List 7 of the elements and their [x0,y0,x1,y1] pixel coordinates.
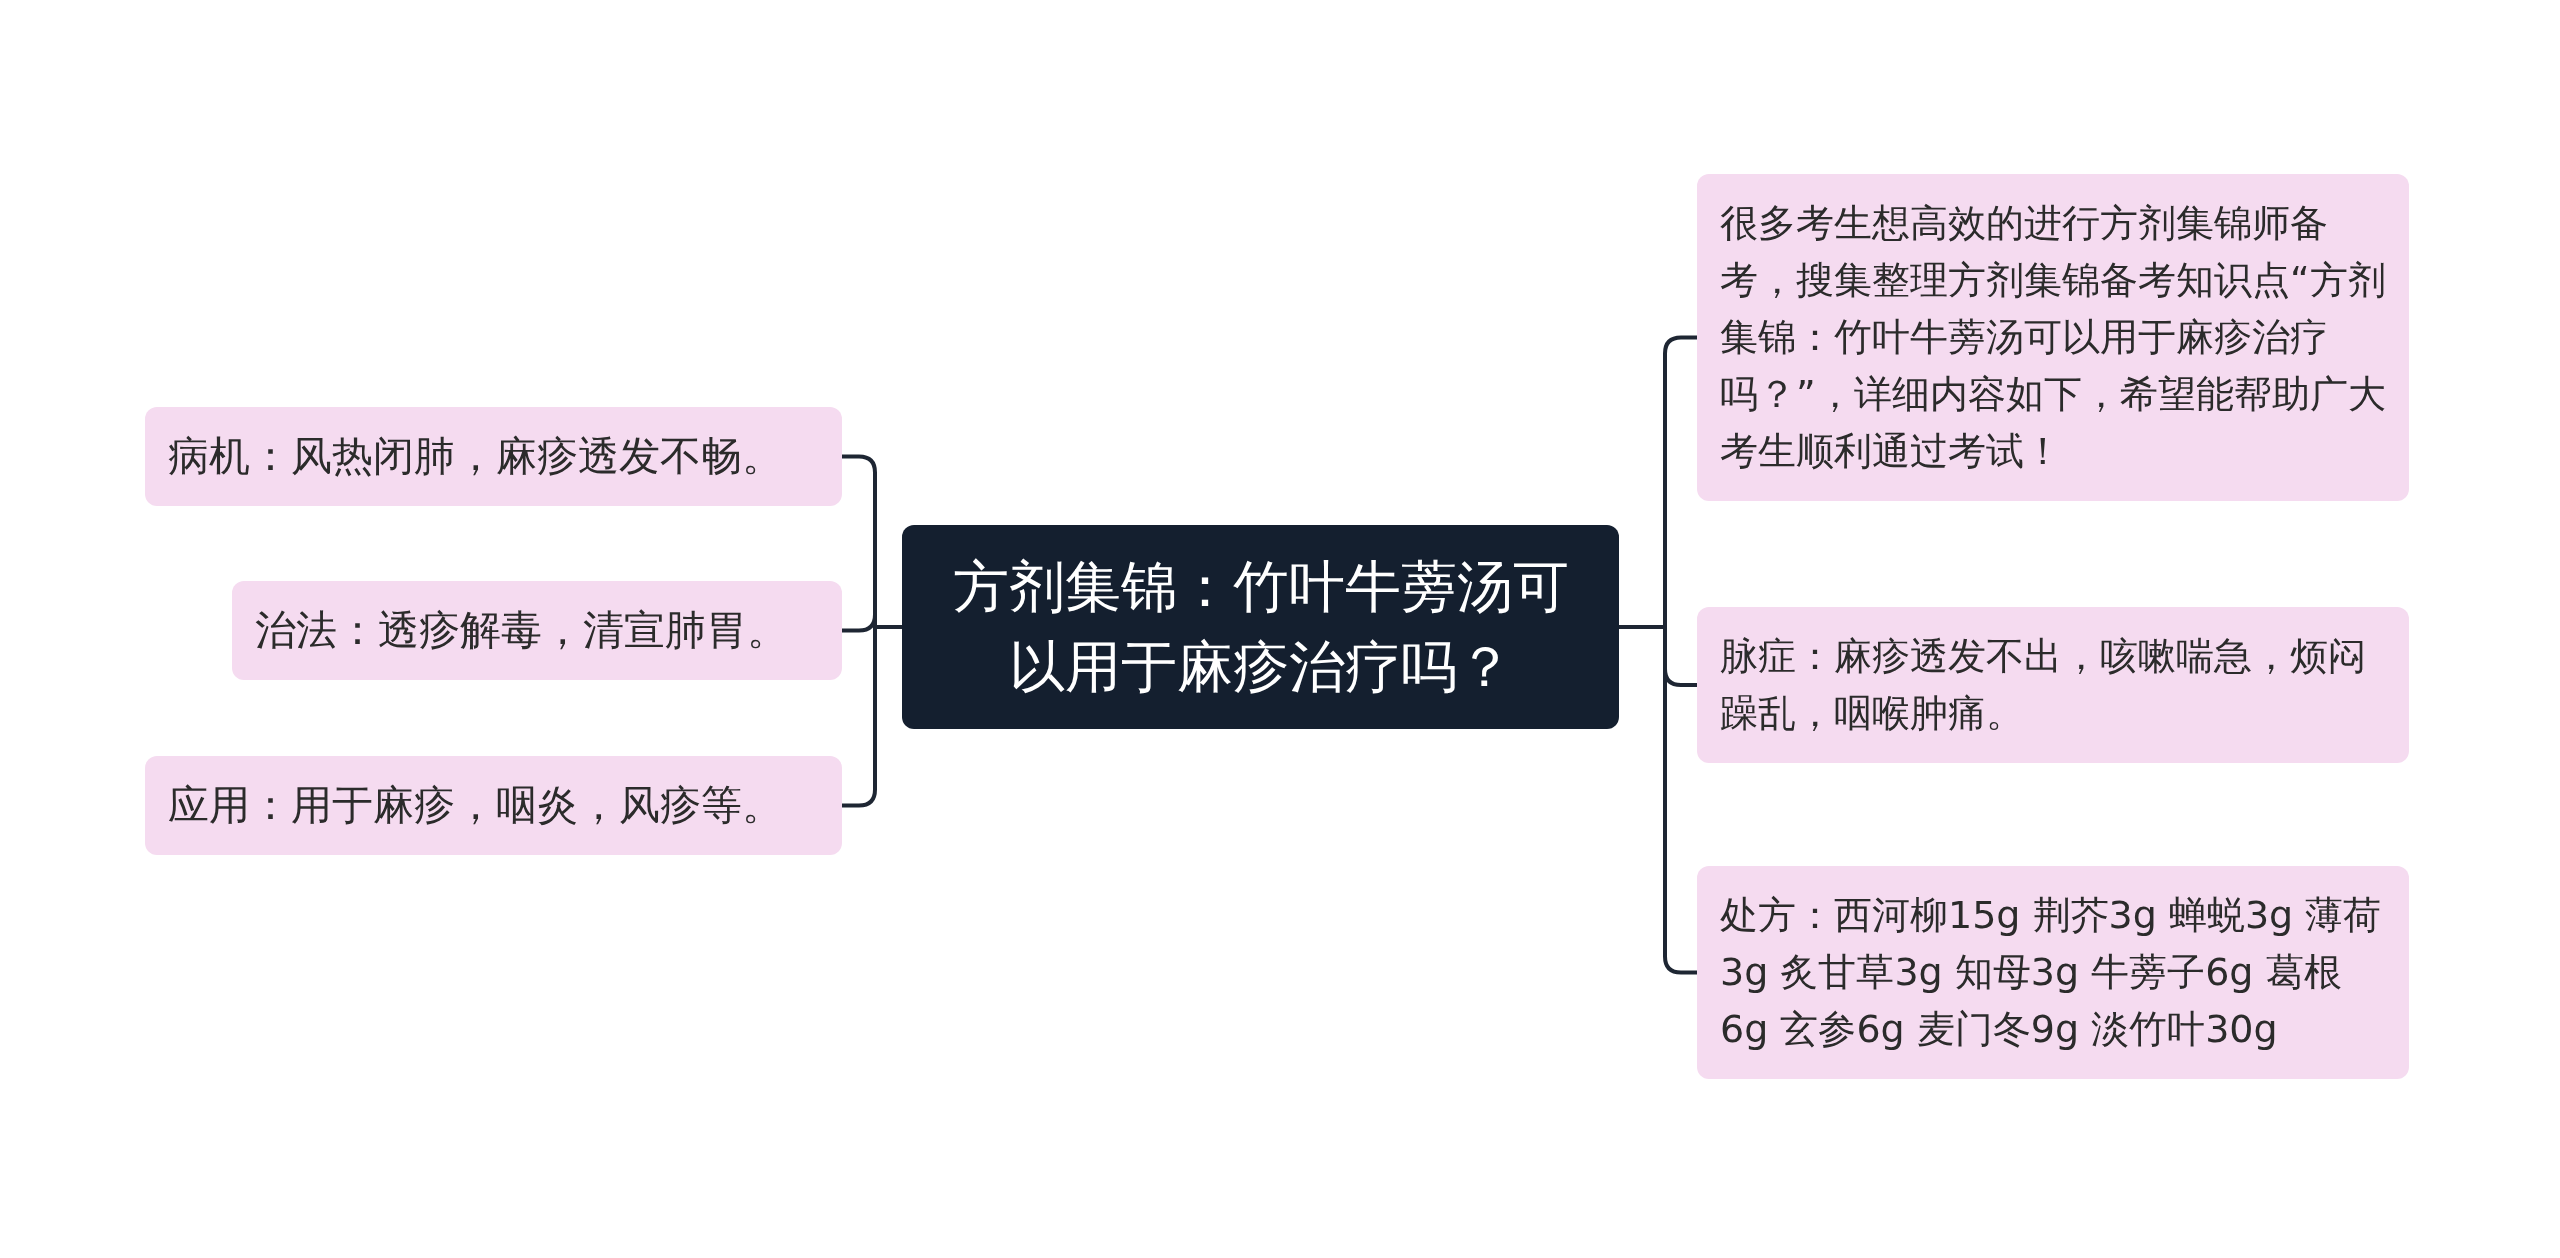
subtopic-box: 治法：透疹解毒，清宣肺胃。 [232,581,842,680]
central-topic-box: 方剂集锦：竹叶牛蒡汤可以用于麻疹治疗吗？ [902,525,1619,729]
subtopic-box: 很多考生想高效的进行方剂集锦师备考，搜集整理方剂集锦备考知识点“方剂集锦：竹叶牛蒡汤可以用于麻疹治疗吗？”，详细内容如下，希望能帮助广大考生顺利通过考试！ [1697,174,2409,501]
subtopic-box: 脉症：麻疹透发不出，咳嗽喘急，烦闷躁乱，咽喉肿痛。 [1697,607,2409,763]
subtopic-box: 处方：西河柳15g 荆芥3g 蝉蜕3g 薄荷3g 炙甘草3g 知母3g 牛蒡子6g 葛根6g 玄参6g 麦门冬9g 淡竹叶30g [1697,866,2409,1079]
subtopic-box: 应用：用于麻疹，咽炎，风疹等。 [145,756,842,855]
subtopic-box: 病机：风热闭肺，麻疹透发不畅。 [145,407,842,506]
